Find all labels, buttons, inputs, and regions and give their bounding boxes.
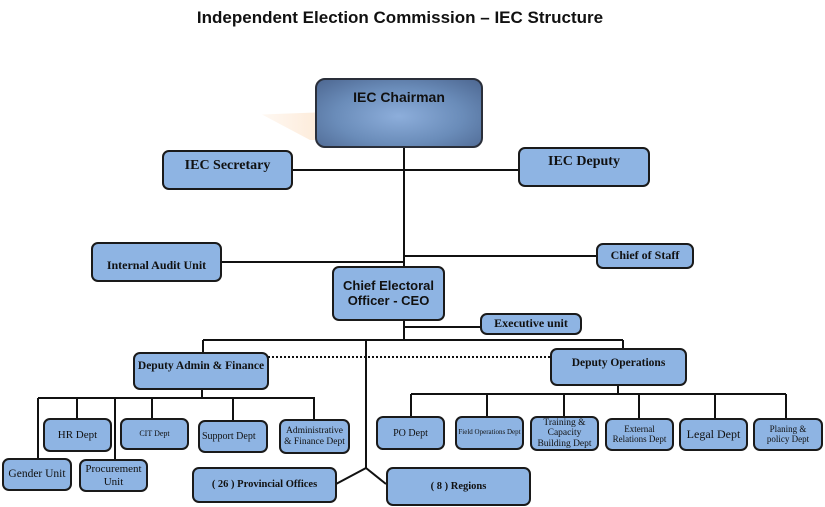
- node-ceo[interactable]: Chief Electoral Officer - CEO: [332, 266, 445, 321]
- page-title: Independent Election Commission – IEC St…: [196, 8, 604, 27]
- node-procurement-unit[interactable]: Procurement Unit: [79, 459, 148, 492]
- node-hr-dept[interactable]: HR Dept: [43, 418, 112, 452]
- node-deputy-admin-finance[interactable]: Deputy Admin & Finance: [133, 352, 269, 390]
- node-chief-of-staff[interactable]: Chief of Staff: [596, 243, 694, 269]
- node-deputy-operations[interactable]: Deputy Operations: [550, 348, 687, 386]
- node-iec-secretary[interactable]: IEC Secretary: [162, 150, 293, 190]
- node-cit-dept[interactable]: CIT Dept: [120, 418, 189, 450]
- node-support-dept[interactable]: Support Dept: [198, 420, 268, 453]
- to-regions: [365, 467, 387, 485]
- node-executive-unit[interactable]: Executive unit: [480, 313, 582, 335]
- node-internal-audit[interactable]: Internal Audit Unit: [91, 242, 222, 282]
- node-iec-chairman[interactable]: IEC Chairman: [315, 78, 483, 148]
- node-iec-deputy[interactable]: IEC Deputy: [518, 147, 650, 187]
- node-regions[interactable]: ( 8 ) Regions: [386, 467, 531, 506]
- node-training-capacity-dept[interactable]: Training & Capacity Building Dept: [530, 416, 599, 451]
- node-administrative-finance-dept[interactable]: Administrative & Finance Dept: [279, 419, 350, 454]
- node-legal-dept[interactable]: Legal Dept: [679, 418, 748, 451]
- node-gender-unit[interactable]: Gender Unit: [2, 458, 72, 491]
- node-provincial-offices[interactable]: ( 26 ) Provincial Offices: [192, 467, 337, 503]
- to-provincial: [335, 467, 367, 485]
- node-po-dept[interactable]: PO Dept: [376, 416, 445, 450]
- node-external-relations-dept[interactable]: External Relations Dept: [605, 418, 674, 451]
- node-field-operations-dept[interactable]: Field Operations Dept: [455, 416, 524, 450]
- node-planning-policy-dept[interactable]: Planing & policy Dept: [753, 418, 823, 451]
